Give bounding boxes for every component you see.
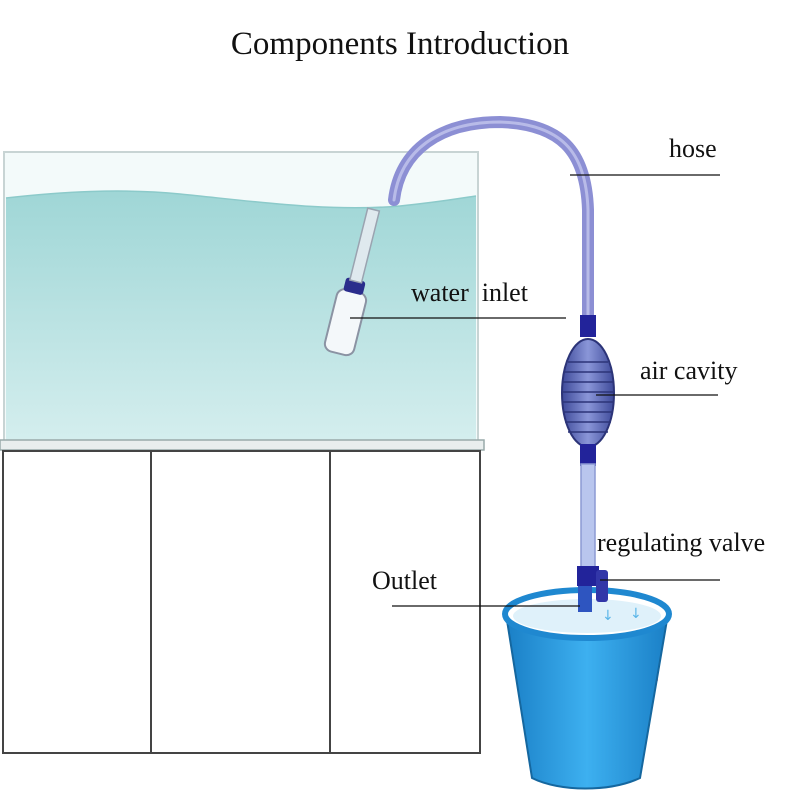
valve-knob [596, 570, 608, 602]
label-water-inlet: water inlet [411, 278, 528, 307]
air-cavity-bulb [561, 315, 615, 466]
tank-water [6, 191, 476, 440]
wand-tube [348, 207, 381, 284]
bulb-body [561, 338, 615, 448]
regulating-valve [577, 566, 608, 602]
tank-base-rim [0, 439, 485, 451]
bucket-water [513, 599, 661, 633]
diagram-title: Components Introduction [230, 26, 570, 62]
bulb-bottom-connector [580, 444, 596, 466]
aquarium-cabinet [2, 450, 481, 754]
bucket-body [504, 613, 670, 790]
hose-highlight [392, 120, 590, 322]
siphon-wand [323, 207, 381, 357]
water-drop-arrow-2: ↓ [630, 606, 642, 622]
label-regulating-valve: regulating valve [597, 528, 766, 557]
bucket: ↓ ↓ [502, 587, 672, 790]
lower-tube [580, 463, 596, 573]
bulb-ribs [562, 361, 614, 433]
water-drop-arrow: ↓ [602, 608, 614, 624]
label-hose: hose [669, 134, 717, 163]
outlet-nozzle [578, 586, 592, 612]
label-air-cavity: air cavity [640, 356, 738, 385]
leader-lines [350, 174, 720, 607]
water-surface [5, 190, 477, 209]
cabinet-frame [2, 450, 481, 754]
label-outlet: Outlet [372, 566, 437, 595]
bulb-top-connector [580, 315, 596, 337]
valve-body [577, 566, 599, 586]
